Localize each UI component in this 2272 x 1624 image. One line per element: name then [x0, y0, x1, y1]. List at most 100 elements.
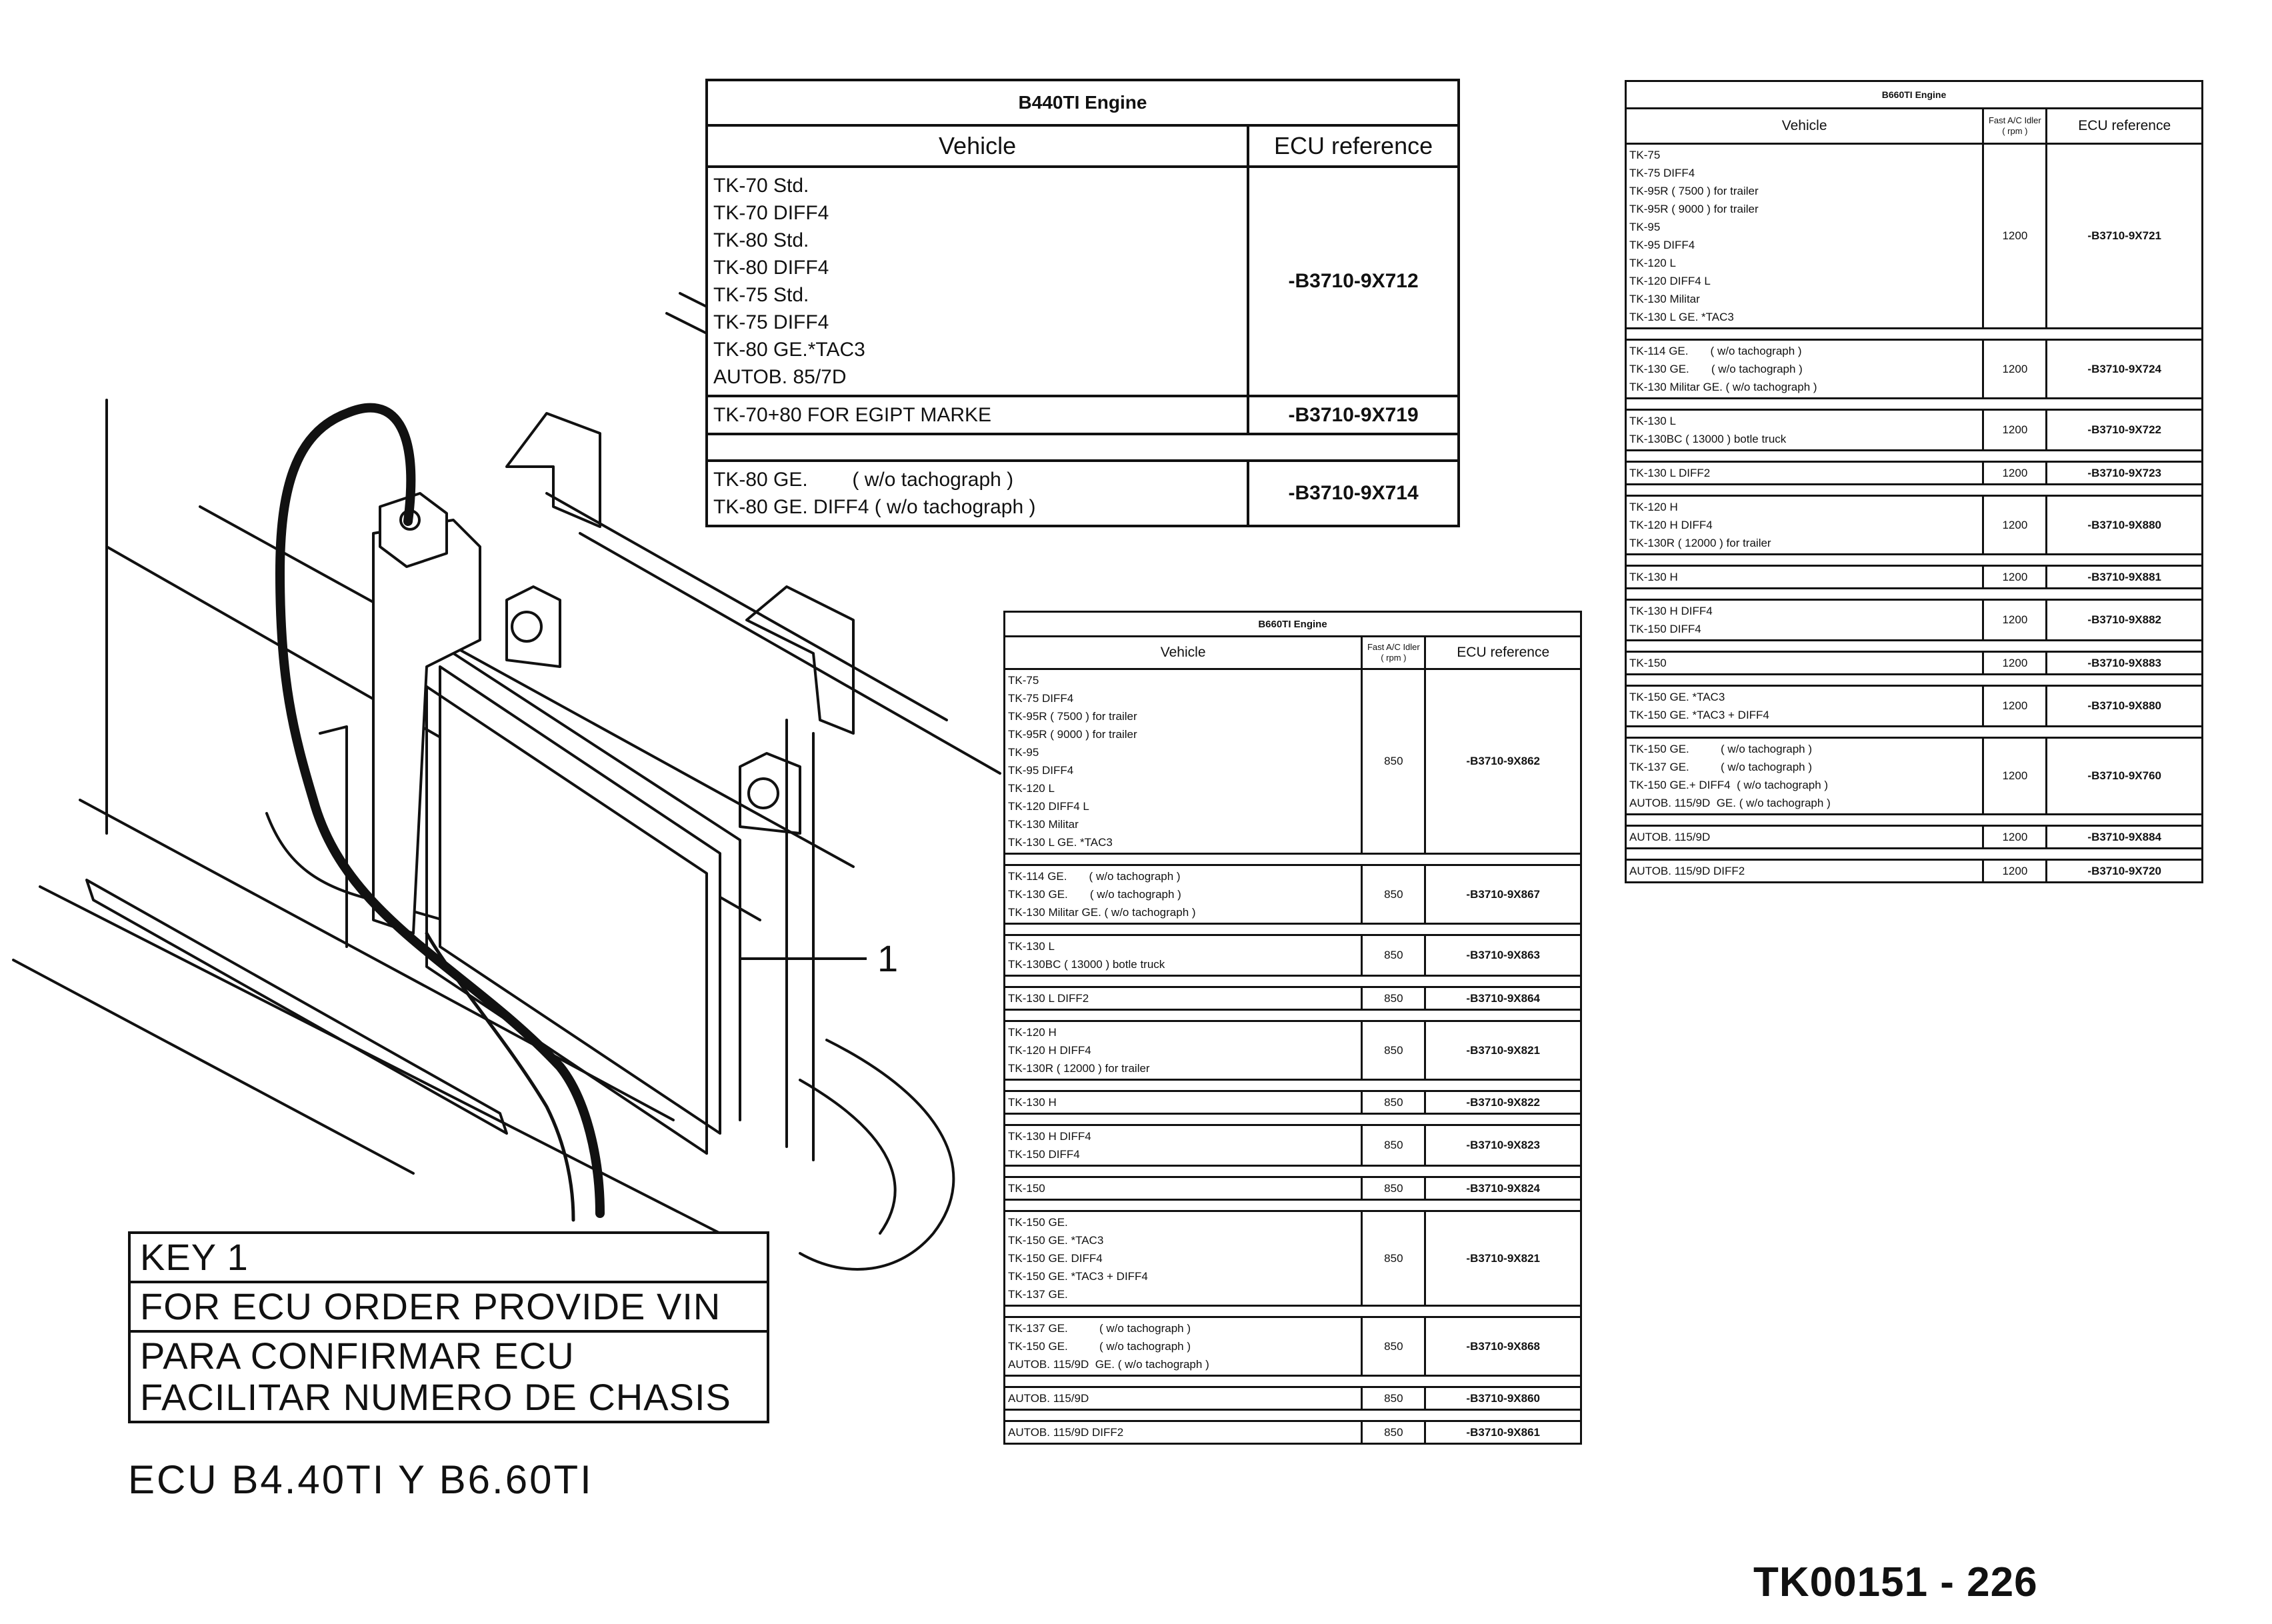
vehicle-cell: TK-137 GE. ( w/o tachograph )TK-150 GE. … — [1003, 1316, 1363, 1377]
table-row: TK-70+80 FOR EGIPT MARKE -B3710-9X719 — [705, 395, 1460, 435]
vehicle-line: TK-150 GE. — [1008, 1216, 1068, 1229]
table-row: TK-114 GE. ( w/o tachograph )TK-130 GE. … — [1003, 864, 1582, 925]
harness-cable — [425, 931, 575, 1222]
row-separator — [1625, 483, 2203, 497]
vehicle-line: TK-95 — [1629, 221, 1661, 233]
vehicle-line: AUTOB. 115/9D DIFF2 — [1008, 1426, 1124, 1439]
row-separator — [1003, 1375, 1582, 1388]
ecu-reference-cell: -B3710-9X880 — [2045, 685, 2203, 727]
vehicle-line: TK-75 — [1629, 149, 1661, 161]
chassis-line — [679, 292, 708, 308]
vehicle-cell: AUTOB. 115/9D — [1624, 825, 1985, 849]
row-separator — [1625, 587, 2203, 601]
vehicle-cell: TK-114 GE. ( w/o tachograph )TK-130 GE. … — [1003, 864, 1363, 925]
vehicle-line: TK-130 H DIFF4 — [1629, 605, 1713, 617]
vehicle-line: TK-130 L DIFF2 — [1008, 992, 1089, 1005]
idler-rpm-cell: 1200 — [1982, 409, 2048, 451]
vehicle-cell: TK-150 — [1624, 651, 1985, 675]
vehicle-line: AUTOB. 115/9D — [1008, 1392, 1089, 1405]
bolt-tab — [739, 752, 801, 835]
vehicle-line: AUTOB. 115/9D — [1629, 831, 1711, 843]
vehicle-line: TK-120 H DIFF4 — [1008, 1044, 1091, 1057]
header-ecu-reference: ECU reference — [1424, 635, 1582, 670]
vehicle-line: TK-120 DIFF4 L — [1629, 275, 1711, 287]
idler-rpm-cell: 1200 — [1982, 737, 2048, 815]
chassis-line — [545, 492, 948, 721]
row-separator — [1003, 1165, 1582, 1178]
vehicle-line: AUTOB. 115/9D DIFF2 — [1629, 865, 1745, 877]
frame — [265, 812, 468, 928]
idler-rpm-cell: 850 — [1361, 1420, 1427, 1445]
ecu-reference-cell: -B3710-9X822 — [1424, 1090, 1582, 1115]
idler-rpm-cell: 850 — [1361, 986, 1427, 1011]
vehicle-line: TK-130R ( 12000 ) for trailer — [1008, 1062, 1150, 1075]
chassis-line — [12, 959, 415, 1175]
vehicle-cell: TK-80 GE. ( w/o tachograph ) TK-80 GE. D… — [705, 459, 1250, 527]
header-vehicle: Vehicle — [1624, 107, 1985, 145]
ecu-box-edge — [425, 685, 708, 1155]
row-separator — [1625, 449, 2203, 463]
idler-rpm-cell: 850 — [1361, 1386, 1427, 1411]
vehicle-line: TK-130R ( 12000 ) for trailer — [1629, 537, 1771, 549]
header-fast-idler-rpm: Fast A/C Idler ( rpm ) — [1361, 635, 1427, 670]
header-fast-idler-rpm: Fast A/C Idler ( rpm ) — [1982, 107, 2048, 145]
ecu-reference-cell: -B3710-9X862 — [1424, 668, 1582, 855]
idler-rpm-cell: 850 — [1361, 864, 1427, 925]
key-line-vin: FOR ECU ORDER PROVIDE VIN — [131, 1283, 767, 1333]
vehicle-line: TK-120 DIFF4 L — [1008, 800, 1089, 813]
row-separator — [1625, 813, 2203, 827]
ecu-reference-cell: -B3710-9X880 — [2045, 495, 2203, 555]
table-row: TK-80 GE. ( w/o tachograph ) TK-80 GE. D… — [705, 459, 1460, 527]
row-separator — [1003, 1409, 1582, 1422]
row-separator — [1003, 975, 1582, 988]
vehicle-line: TK-130 Militar — [1629, 293, 1700, 305]
idler-rpm-cell: 850 — [1361, 1124, 1427, 1167]
ecu-reference-cell: -B3710-9X714 — [1247, 459, 1460, 527]
bracket — [505, 412, 601, 528]
row-separator — [1625, 327, 2203, 341]
idler-rpm-cell: 850 — [1361, 668, 1427, 855]
key-line-spanish-2: FACILITAR NUMERO DE CHASIS — [140, 1376, 731, 1418]
key-box: KEY 1 FOR ECU ORDER PROVIDE VIN PARA CON… — [128, 1231, 769, 1423]
vehicle-line: TK-150 GE. DIFF4 — [1008, 1252, 1103, 1265]
table-title: B660TI Engine — [1003, 611, 1582, 637]
vehicle-cell: TK-70+80 FOR EGIPT MARKE — [705, 395, 1250, 435]
key-title: KEY 1 — [131, 1234, 767, 1283]
vehicle-line: TK-137 GE. — [1008, 1288, 1068, 1301]
vehicle-cell: TK-130 H — [1003, 1090, 1363, 1115]
harness-cable — [275, 403, 605, 1218]
idler-rpm-cell: 1200 — [1982, 825, 2048, 849]
chassis-line — [579, 532, 1001, 775]
ecu-reference-cell: -B3710-9X823 — [1424, 1124, 1582, 1167]
row-separator — [1625, 553, 2203, 567]
row-separator — [1625, 725, 2203, 739]
vehicle-line: TK-130 L GE. *TAC3 — [1629, 311, 1734, 323]
vehicle-line: TK-120 H DIFF4 — [1629, 519, 1713, 531]
vehicle-line: TK-150 DIFF4 — [1008, 1148, 1080, 1161]
vehicle-line: TK-130 Militar GE. ( w/o tachograph ) — [1008, 906, 1196, 919]
vehicle-line: TK-95R ( 9000 ) for trailer — [1629, 203, 1759, 215]
table-row: TK-114 GE. ( w/o tachograph )TK-130 GE. … — [1624, 339, 2203, 399]
bracket — [745, 585, 855, 735]
ecu-reference-cell: -B3710-9X860 — [1424, 1386, 1582, 1411]
idler-rpm-cell: 850 — [1361, 1316, 1427, 1377]
vehicle-cell: AUTOB. 115/9D — [1003, 1386, 1363, 1411]
ecu-caption: ECU B4.40TI Y B6.60TI — [128, 1457, 593, 1502]
b440-ecu-table: B440TI Engine Vehicle ECU reference TK-7… — [705, 79, 1460, 527]
table-row: TK-70 Std. TK-70 DIFF4 TK-80 Std. TK-80 … — [705, 165, 1460, 397]
ecu-reference-cell: -B3710-9X868 — [1424, 1316, 1582, 1377]
table-row: TK-150 GE. ( w/o tachograph )TK-137 GE. … — [1624, 737, 2203, 815]
vehicle-line: TK-95R ( 7500 ) for trailer — [1629, 185, 1759, 197]
vehicle-line: TK-130 GE. ( w/o tachograph ) — [1008, 888, 1181, 901]
idler-rpm-cell: 1200 — [1982, 339, 2048, 399]
row-separator — [1625, 847, 2203, 861]
ecu-reference-cell: -B3710-9X821 — [1424, 1210, 1582, 1307]
